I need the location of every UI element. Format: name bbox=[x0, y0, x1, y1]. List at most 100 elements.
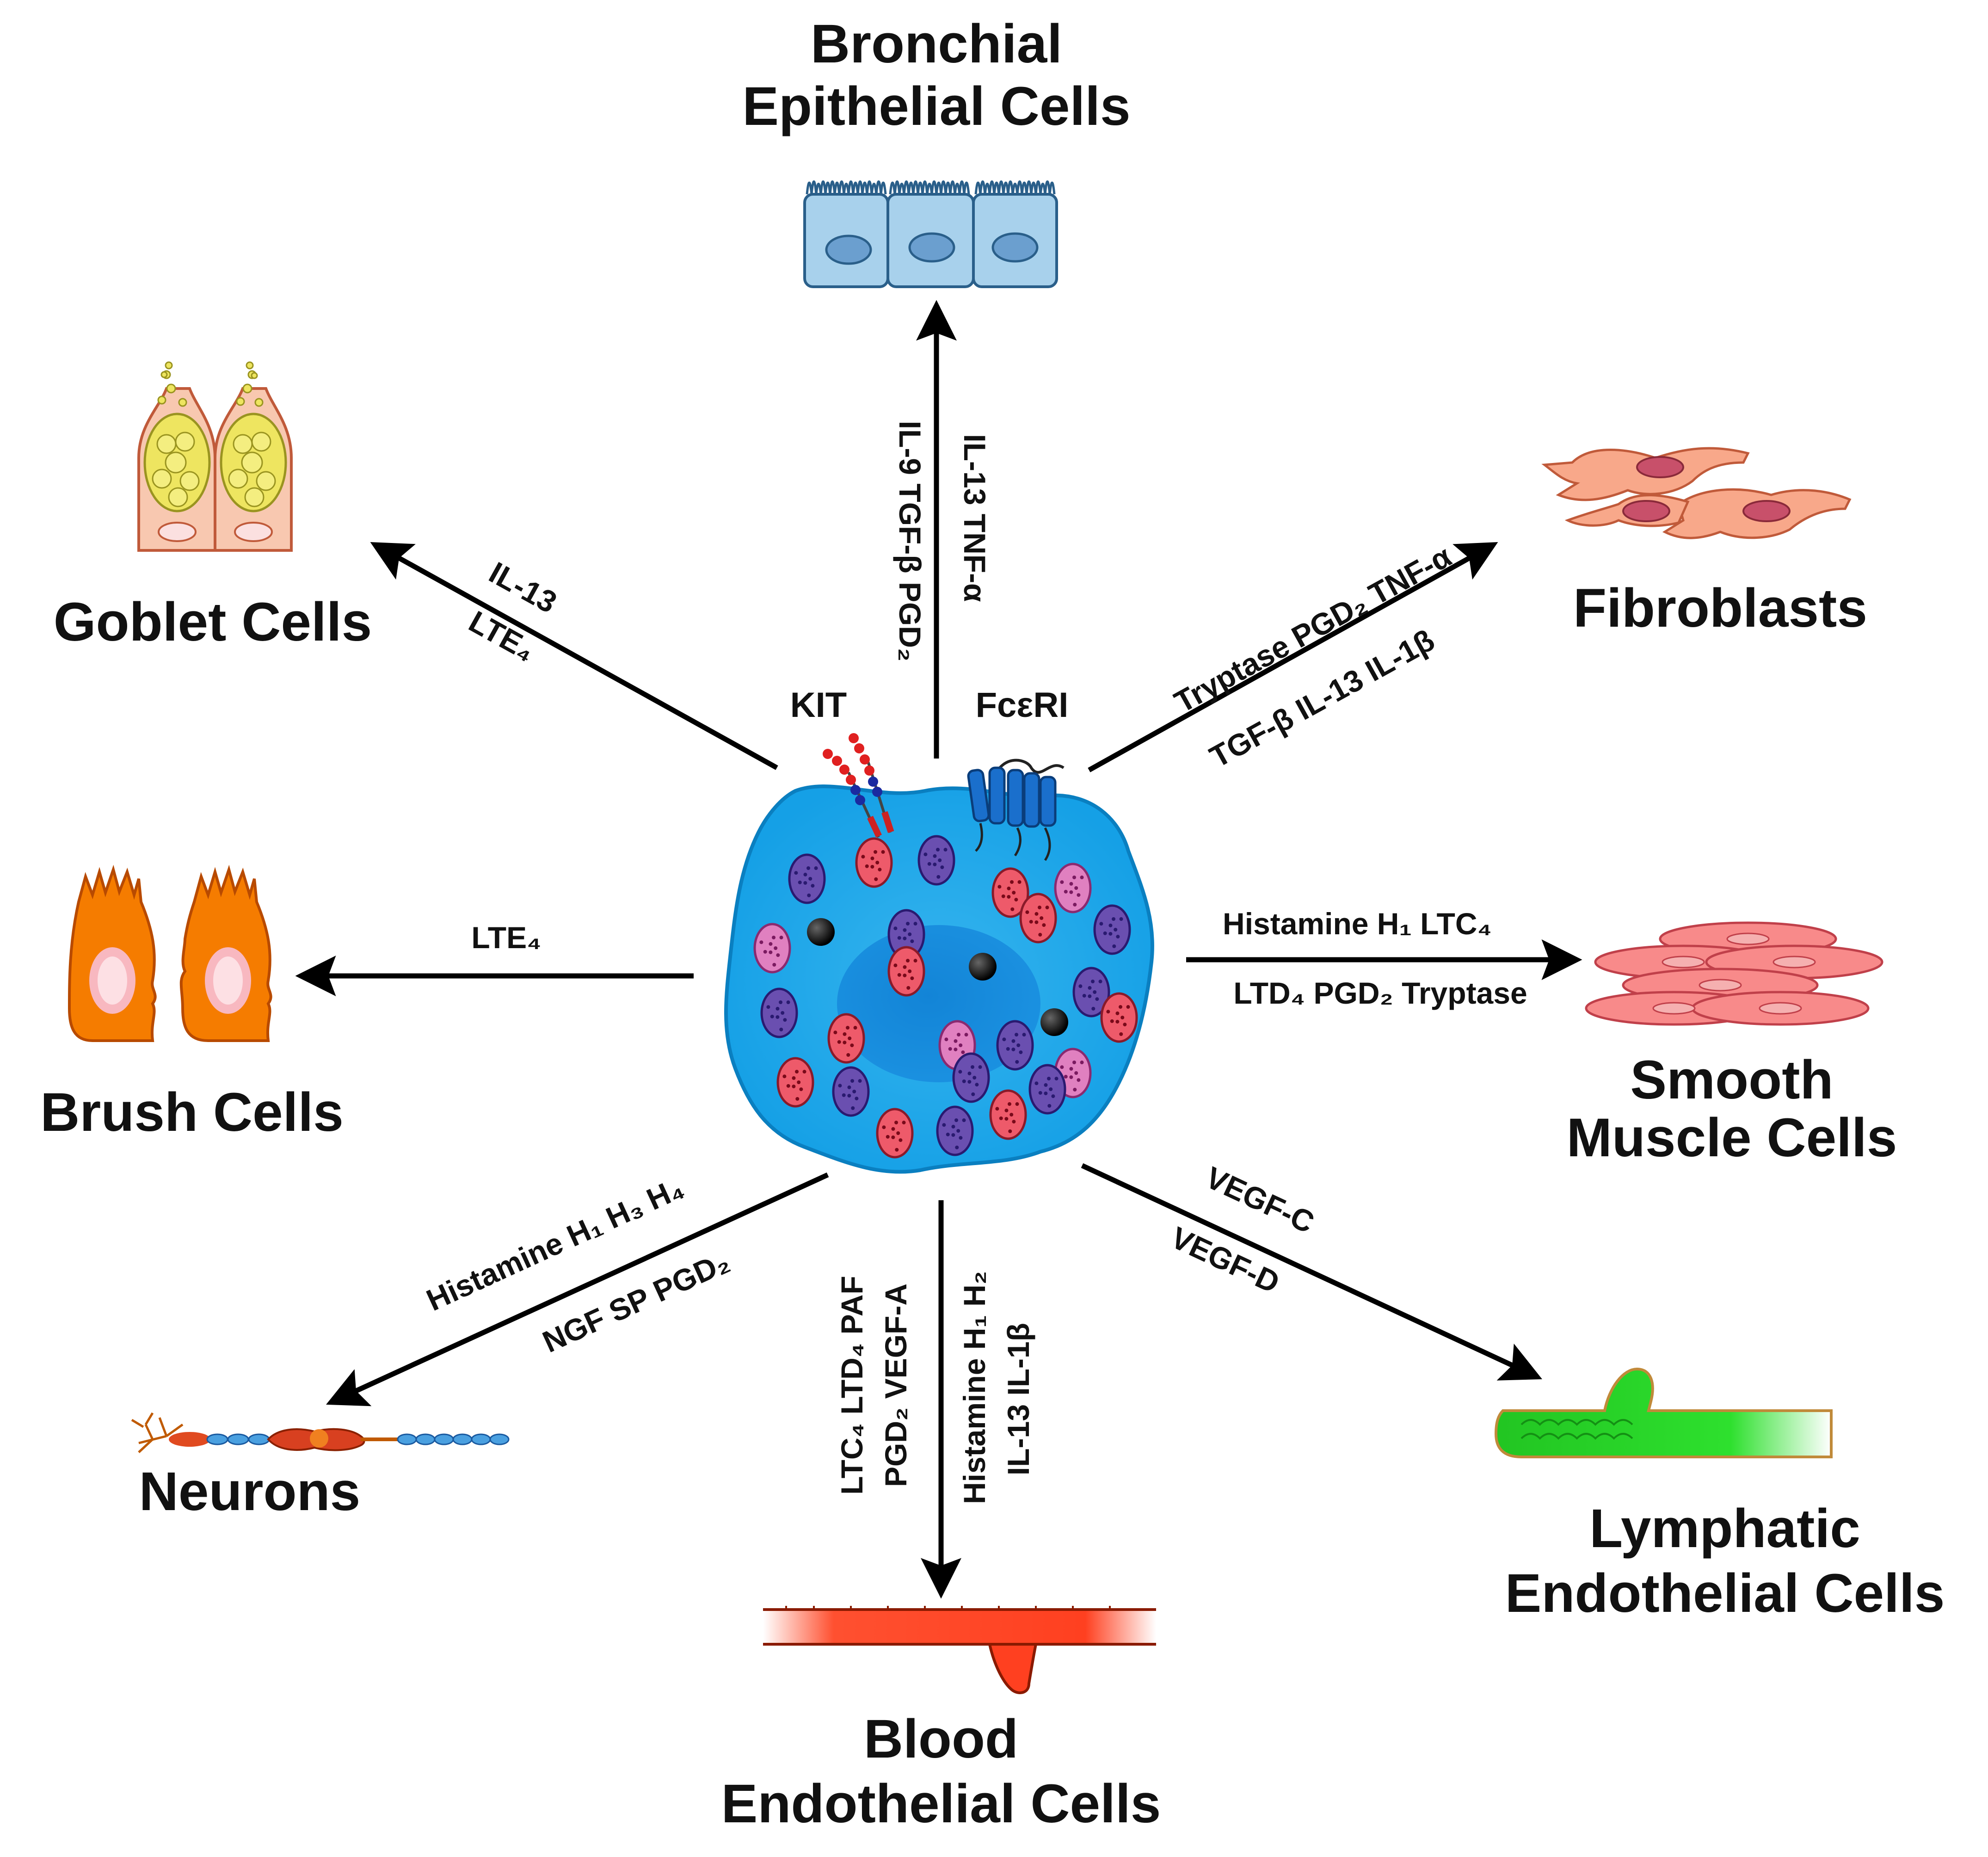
granule-dot bbox=[1009, 1113, 1014, 1117]
mast-cell bbox=[724, 784, 1154, 1174]
granule-dot bbox=[903, 928, 907, 932]
mast-cell-granule bbox=[855, 837, 893, 888]
granule-dot bbox=[1019, 1050, 1023, 1055]
granule-dot bbox=[1042, 923, 1046, 927]
granule-dot bbox=[1119, 917, 1123, 921]
mediators-blood-2: PGD₂ VEGF-A bbox=[879, 1283, 913, 1487]
granule-dot bbox=[961, 1050, 965, 1055]
granule-dot bbox=[783, 1018, 787, 1022]
granule-dot bbox=[878, 868, 882, 872]
granule-dot bbox=[956, 1129, 960, 1133]
granule-dot bbox=[1119, 1032, 1123, 1036]
granule-dot bbox=[1123, 1023, 1127, 1027]
granule-dot bbox=[1011, 1039, 1016, 1043]
granule-dot bbox=[1044, 1091, 1048, 1095]
dense-granule bbox=[969, 953, 997, 981]
granule-dot bbox=[766, 1005, 770, 1009]
granule-dot bbox=[1072, 876, 1077, 880]
granule-dot bbox=[1010, 880, 1014, 884]
granule-dot bbox=[1006, 1047, 1010, 1051]
granule-dot bbox=[891, 1127, 895, 1131]
granule-dot bbox=[902, 1121, 906, 1125]
granule-dot bbox=[1077, 1078, 1081, 1082]
granule-dot bbox=[1007, 895, 1011, 899]
lymphatic-label-line1: Lymphatic bbox=[1589, 1498, 1860, 1559]
granule-dot bbox=[1064, 1074, 1068, 1079]
granule-dot bbox=[803, 881, 807, 885]
granule-dot bbox=[897, 973, 901, 977]
granule-dot bbox=[910, 939, 914, 944]
granule-dot bbox=[927, 862, 931, 866]
granule-dot bbox=[1112, 944, 1116, 948]
mast-cell-granule bbox=[776, 1057, 814, 1108]
granule-dot bbox=[1001, 894, 1005, 898]
mediators-blood-4: IL-13 IL-1β bbox=[1001, 1323, 1035, 1475]
granule-dot bbox=[1074, 1071, 1078, 1075]
granule-dot bbox=[1012, 891, 1016, 895]
granule-dot bbox=[954, 1118, 959, 1123]
granule-dot bbox=[1038, 1091, 1042, 1095]
granule-dot bbox=[874, 850, 878, 854]
granule-dot bbox=[899, 1138, 903, 1142]
mast-cell-granule bbox=[1028, 1064, 1066, 1115]
granule-dot bbox=[971, 1065, 975, 1069]
granule-dot bbox=[958, 1070, 962, 1074]
granule-dot bbox=[808, 877, 812, 881]
granule-dot bbox=[942, 1123, 946, 1127]
blood-label-line2: Endothelial Cells bbox=[721, 1773, 1161, 1834]
granule-dot bbox=[786, 1084, 790, 1088]
mast-cell-granule bbox=[1093, 904, 1131, 955]
arrow-lymphatic bbox=[1081, 1163, 1542, 1381]
granule-dot bbox=[1069, 1067, 1073, 1071]
granule-dot bbox=[1010, 907, 1015, 911]
granule-dot bbox=[858, 1079, 862, 1083]
granule-dot bbox=[936, 875, 941, 879]
granule-dot bbox=[1088, 986, 1092, 990]
granule-dot bbox=[903, 936, 907, 940]
mast-cell-granule bbox=[996, 1020, 1034, 1071]
granule-dot bbox=[1103, 931, 1107, 935]
mast-cell-granule bbox=[887, 946, 925, 997]
brush-cells-icon bbox=[68, 864, 272, 1042]
mast-cell-granule bbox=[989, 1089, 1027, 1140]
goblet-label: Goblet Cells bbox=[54, 592, 372, 653]
granule-dot bbox=[1110, 1019, 1114, 1023]
granule-dot bbox=[1008, 1102, 1012, 1106]
granule-dot bbox=[779, 1000, 783, 1005]
granule-dot bbox=[933, 862, 937, 866]
mast-cell-granule bbox=[827, 1013, 865, 1064]
granule-dot bbox=[792, 1076, 796, 1080]
granule-dot bbox=[1015, 1033, 1019, 1037]
kit-label: KIT bbox=[790, 685, 847, 725]
granule-dot bbox=[861, 855, 865, 859]
neuron-icon bbox=[131, 1412, 510, 1453]
granule-dot bbox=[1115, 1019, 1120, 1024]
granule-dot bbox=[893, 926, 898, 931]
granule-dot bbox=[975, 1083, 979, 1087]
granule-dot bbox=[1016, 1043, 1021, 1047]
granule-dot bbox=[995, 1107, 999, 1111]
granule-dot bbox=[1029, 919, 1033, 924]
granule-dot bbox=[959, 1043, 963, 1047]
granule-dot bbox=[1038, 932, 1042, 937]
granule-dot bbox=[1072, 1061, 1077, 1065]
granule-dot bbox=[999, 1116, 1003, 1120]
granule-dot bbox=[1095, 997, 1099, 1001]
granule-dot bbox=[1082, 993, 1086, 998]
granule-dot bbox=[1091, 980, 1095, 984]
granule-dot bbox=[1051, 1094, 1055, 1098]
granule-dot bbox=[814, 866, 818, 870]
granule-dot bbox=[897, 936, 901, 940]
granule-dot bbox=[1002, 1037, 1006, 1042]
granule-dot bbox=[946, 1132, 950, 1136]
arrow-goblet bbox=[370, 542, 778, 770]
granule-dot bbox=[894, 1121, 899, 1125]
granule-dot bbox=[837, 1040, 841, 1044]
granule-dot bbox=[1047, 1077, 1051, 1081]
granule-dot bbox=[847, 1093, 851, 1098]
granule-dot bbox=[759, 940, 763, 944]
granule-dot bbox=[938, 858, 942, 862]
mediators-smooth-muscle-1: Histamine H₁ LTC₄ bbox=[1223, 907, 1492, 941]
granule-dot bbox=[940, 865, 944, 870]
mediators-bronchial-left: IL-9 TGF-β PGD₂ bbox=[893, 421, 927, 662]
